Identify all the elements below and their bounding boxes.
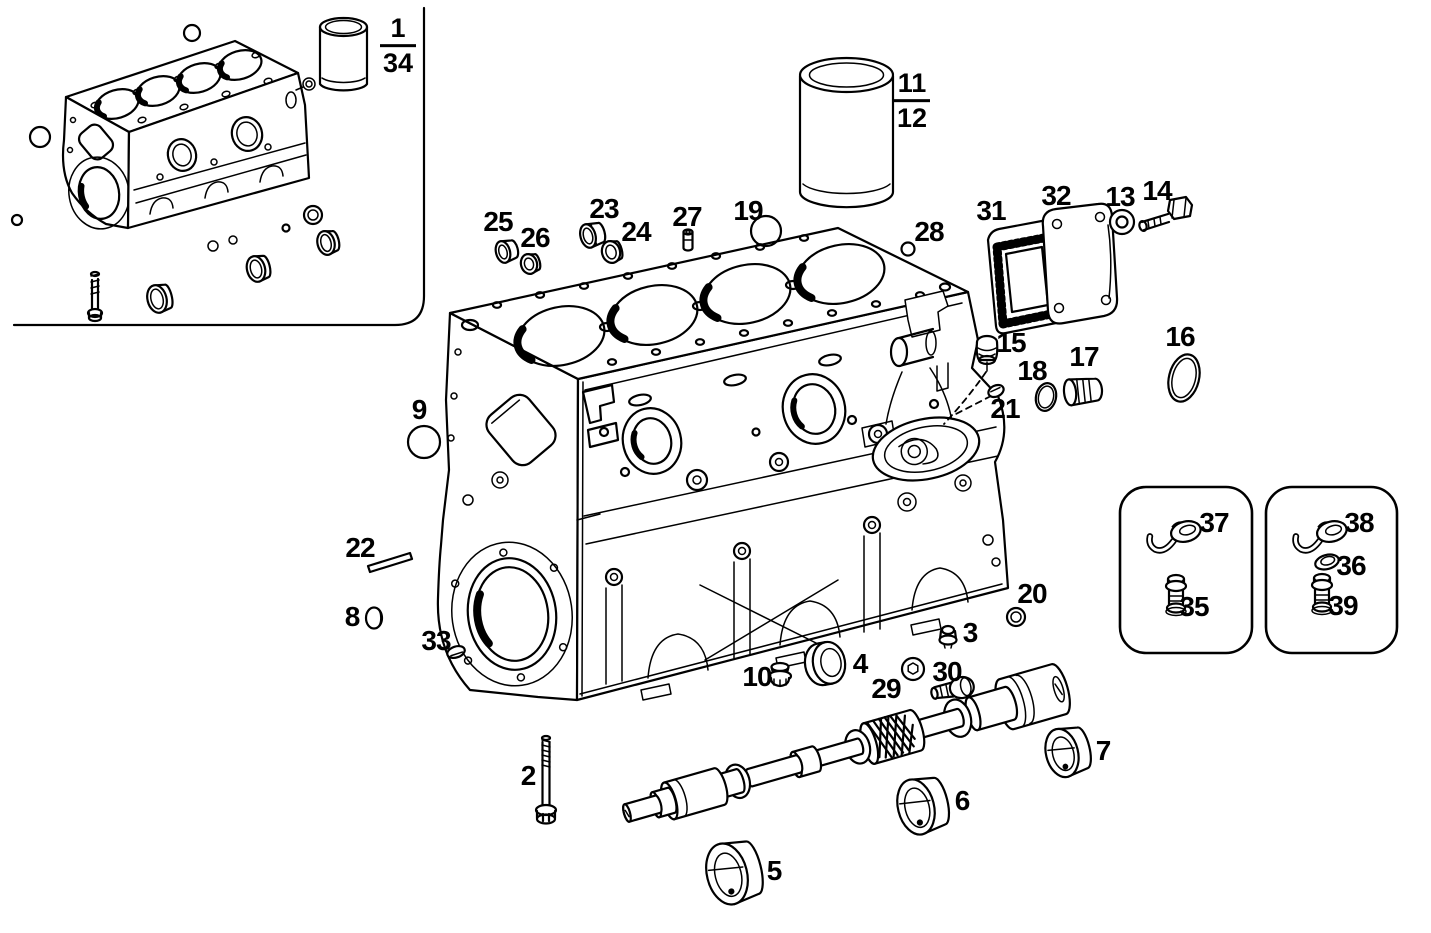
inset-loose-parts	[10, 16, 369, 323]
washer-13-drawing	[1108, 208, 1136, 236]
bearing-shell-5-drawing	[705, 840, 764, 906]
seal-ring-4-drawing	[803, 640, 847, 687]
o-ring-16-drawing	[1167, 353, 1201, 403]
callout-20: 20	[1017, 578, 1047, 609]
callout-30: 30	[932, 656, 962, 687]
callout-3: 3	[962, 617, 979, 648]
oil-filter-mount	[871, 416, 981, 482]
cylinder-liner-large-drawing	[798, 56, 895, 209]
pin-27-drawing	[682, 228, 694, 252]
callout-18: 18	[1017, 355, 1047, 386]
oil-jet-37-drawing	[1146, 520, 1202, 554]
callout-36: 36	[1336, 550, 1366, 581]
flywheel-housing-bore	[450, 541, 574, 687]
callout-14: 14	[1142, 175, 1172, 206]
plug-15-drawing	[975, 334, 999, 366]
bearing-shell-6-drawing	[896, 776, 951, 836]
callout-6: 6	[954, 785, 971, 816]
inset-seal-ring	[302, 204, 324, 226]
ring-20-drawing	[1005, 606, 1027, 628]
callout-17: 17	[1069, 341, 1099, 372]
plug-25-drawing	[494, 239, 520, 264]
inset-engine-block-drawing	[61, 39, 311, 230]
callout-38: 38	[1344, 507, 1374, 538]
callout-9: 9	[411, 394, 428, 425]
washer-24-drawing	[600, 240, 624, 264]
callout-10: 10	[742, 661, 772, 692]
callout-21: 21	[990, 393, 1020, 424]
option-box-2	[1264, 485, 1399, 655]
plug-23-drawing	[579, 221, 607, 249]
washer-26-drawing	[519, 253, 542, 275]
plug-17-drawing	[1062, 377, 1104, 407]
option-box-1	[1118, 485, 1254, 655]
callout-28: 28	[914, 216, 944, 247]
callout-26: 26	[520, 222, 550, 253]
engine-block-drawing	[436, 226, 1010, 702]
cup-plug-8-drawing	[364, 606, 384, 630]
plug-10-drawing	[767, 661, 793, 688]
callout-32: 32	[1041, 180, 1071, 211]
callout-33: 33	[421, 625, 451, 656]
o-ring-18-drawing	[1034, 382, 1058, 412]
camshaft-drawing	[622, 663, 1071, 823]
o-ring-9-drawing	[406, 424, 442, 460]
inset-bolt-drawing	[86, 270, 104, 323]
callout-19: 19	[733, 195, 763, 226]
callout-7: 7	[1095, 735, 1112, 766]
ring-28-drawing	[900, 241, 916, 257]
cover-plate-32-drawing	[1041, 202, 1119, 325]
callout-31: 31	[976, 195, 1006, 226]
callout-15: 15	[996, 327, 1026, 358]
callout-13: 13	[1105, 181, 1135, 212]
callout-5: 5	[766, 855, 783, 886]
banjo-bolt-39-drawing	[1310, 572, 1334, 616]
bearing-shell-7-drawing	[1044, 726, 1092, 779]
callout-35: 35	[1179, 591, 1209, 622]
bolt-2-drawing	[534, 734, 558, 825]
banjo-bolt-35-drawing	[1164, 573, 1188, 617]
callout-37: 37	[1199, 507, 1229, 538]
callout-27: 27	[672, 201, 702, 232]
cylinder-liner-small-drawing	[318, 16, 369, 92]
washer-36-drawing	[1314, 553, 1340, 571]
washer-29-drawing	[900, 656, 926, 682]
plug-3-drawing	[938, 624, 958, 649]
stud-22-drawing	[366, 551, 414, 574]
callout-23: 23	[589, 193, 619, 224]
oil-jet-38-drawing	[1292, 520, 1348, 554]
plug-33-drawing	[446, 644, 466, 660]
callout-8: 8	[344, 601, 361, 632]
inset-frame	[12, 6, 426, 327]
inset-bearing-shells	[146, 230, 341, 314]
plug-21-drawing	[987, 383, 1005, 399]
callout-2: 2	[520, 760, 537, 791]
callout-29: 29	[871, 673, 901, 704]
callout-39: 39	[1328, 590, 1358, 621]
o-ring-19-drawing	[749, 214, 783, 248]
callout-16: 16	[1165, 321, 1195, 352]
bolt-30-drawing	[930, 675, 975, 700]
bolt-14-drawing	[1138, 195, 1194, 233]
callout-22: 22	[345, 532, 375, 563]
callout-25: 25	[483, 206, 513, 237]
callout-24: 24	[621, 216, 651, 247]
callout-4: 4	[852, 648, 869, 679]
